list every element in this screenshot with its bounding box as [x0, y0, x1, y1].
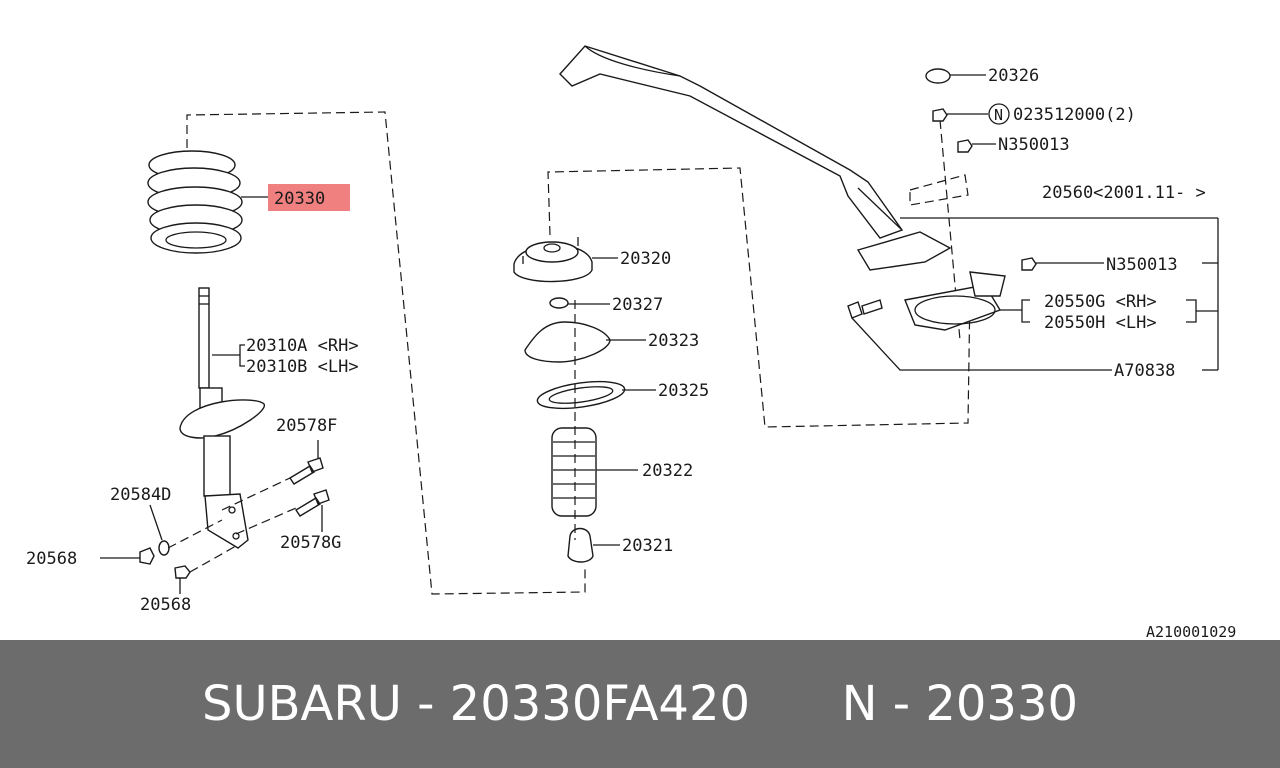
footer-ref-number: 20330: [925, 676, 1079, 732]
footer-brand: SUBARU: [201, 676, 402, 732]
washer-20327: [549, 297, 569, 309]
label-20323[interactable]: 20323: [648, 331, 699, 351]
spring-seat-20323: [524, 321, 611, 363]
footer-part-number: 20330FA420: [449, 676, 751, 732]
label-20327[interactable]: 20327: [612, 295, 663, 315]
label-20310b[interactable]: 20310B <LH>: [246, 357, 359, 377]
n-symbol: N: [994, 106, 1003, 124]
cap-20326: [925, 68, 951, 84]
label-20584d[interactable]: 20584D: [110, 485, 171, 505]
nut-n023512000: [932, 108, 948, 122]
nut-20568-left: [139, 547, 155, 565]
nut-n350013-top: [957, 139, 973, 153]
coil-spring: [147, 150, 243, 254]
label-20320[interactable]: 20320: [620, 249, 671, 269]
label-a70838[interactable]: A70838: [1114, 361, 1175, 381]
label-20325[interactable]: 20325: [658, 381, 709, 401]
spring-frame-dashed: [186, 111, 586, 595]
label-20326[interactable]: 20326: [988, 66, 1039, 86]
footer-ref-letter: N: [841, 676, 878, 732]
label-n350013-right[interactable]: N350013: [1106, 255, 1178, 275]
label-20560[interactable]: 20560<2001.11- >: [1042, 183, 1206, 203]
nut-20568-bottom: [174, 565, 191, 579]
footer-sep2: -: [877, 676, 926, 732]
dust-boot-20322: [551, 427, 597, 517]
label-20322[interactable]: 20322: [642, 461, 693, 481]
bolt-20578g: [295, 489, 330, 517]
bump-stop-20321: [567, 527, 594, 563]
label-20321[interactable]: 20321: [622, 536, 673, 556]
mount-frame-dashed: [547, 167, 971, 428]
label-20578f[interactable]: 20578F: [276, 416, 337, 436]
rubber-pad-20325: [536, 380, 626, 410]
label-20568-left[interactable]: 20568: [26, 549, 77, 569]
strut-assembly: [179, 287, 265, 549]
bolt-20578f: [289, 457, 324, 485]
washer-20584d: [158, 540, 170, 556]
n-symbol-circle: [988, 103, 1010, 125]
label-20578g[interactable]: 20578G: [280, 533, 341, 553]
figure-id: A210001029: [1146, 623, 1236, 640]
label-20568-bottom[interactable]: 20568: [140, 595, 191, 615]
highlight-20330: [268, 184, 350, 211]
bar-bolt-dashed: [909, 174, 969, 206]
strut-tower-bar: [559, 45, 1006, 331]
footer-sep1: -: [401, 676, 450, 732]
label-20550g[interactable]: 20550G <RH>: [1044, 292, 1157, 312]
label-023512000[interactable]: 023512000(2): [1013, 105, 1136, 125]
label-20330[interactable]: 20330: [274, 189, 325, 209]
exploded-parts-diagram: 20330 20310A <RH> 20310B <LH> 20578F 205…: [26, 45, 1236, 640]
leader-lines: [100, 74, 1219, 594]
footer-banner: SUBARU - 20330FA420 N - 20330: [0, 640, 1280, 768]
nut-n350013-right: [1021, 257, 1037, 271]
label-n350013-top[interactable]: N350013: [998, 135, 1070, 155]
label-20310a[interactable]: 20310A <RH>: [246, 336, 359, 356]
footer-gap: [750, 676, 842, 732]
bolt-a70838: [847, 299, 883, 319]
label-20550h[interactable]: 20550H <LH>: [1044, 313, 1157, 333]
strut-mount-20320: [513, 237, 593, 283]
